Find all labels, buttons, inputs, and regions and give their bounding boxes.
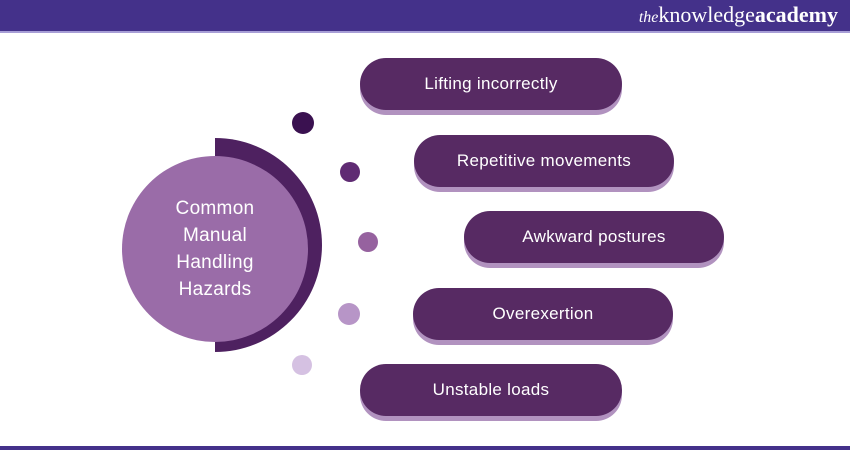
logo-the: the <box>638 8 659 26</box>
hazard-pill-repetitive-movements: Repetitive movements <box>414 135 674 187</box>
connector-dot-4 <box>338 303 360 325</box>
top-bar: theknowledgeacademy <box>0 0 850 33</box>
logo-academy: academy <box>754 1 838 27</box>
hazard-pill-unstable-loads: Unstable loads <box>360 364 622 416</box>
connector-dot-3 <box>358 232 378 252</box>
hub-circle: Common Manual Handling Hazards <box>122 156 308 342</box>
hazard-pill-awkward-postures: Awkward postures <box>464 211 724 263</box>
hazard-pill-lifting-incorrectly: Lifting incorrectly <box>360 58 622 110</box>
hub-title-line: Manual <box>182 225 248 246</box>
hub-title-line: Hazards <box>178 279 252 300</box>
logo-knowledge: knowledge <box>658 1 755 27</box>
connector-dot-2 <box>340 162 360 182</box>
hazard-pill-label: Repetitive movements <box>456 151 632 170</box>
hazard-pill-label: Unstable loads <box>432 380 550 399</box>
hazard-pill-overexertion: Overexertion <box>413 288 673 340</box>
hazard-pill-label: Awkward postures <box>522 227 666 246</box>
knowledge-academy-logo: theknowledgeacademy <box>638 1 838 28</box>
connector-dot-5 <box>292 355 312 375</box>
hub-title-line: Handling <box>176 252 254 273</box>
bottom-bar <box>0 446 850 450</box>
hazard-pill-label: Overexertion <box>492 304 594 323</box>
connector-dot-1 <box>292 112 314 134</box>
hazard-pill-label: Lifting incorrectly <box>424 74 558 93</box>
hub-title-line: Common <box>175 198 255 219</box>
